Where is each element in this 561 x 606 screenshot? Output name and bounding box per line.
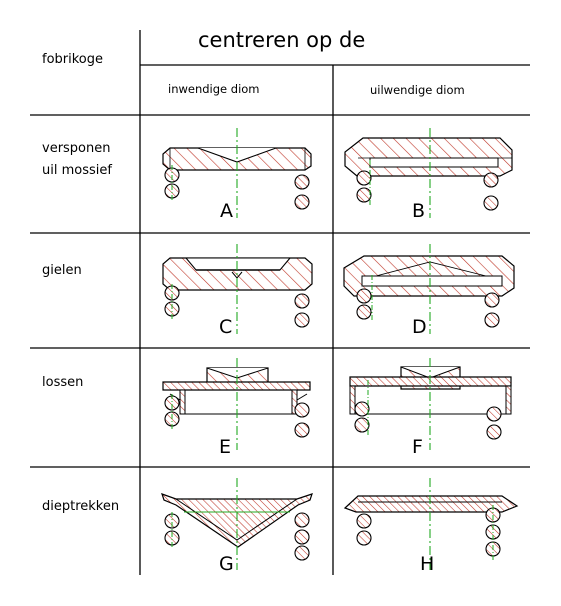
diagram-title: centreren op de [198, 28, 365, 52]
row-label-casting: gielen [42, 263, 82, 278]
balls-f [354, 401, 502, 440]
figure-f: F [349, 358, 512, 458]
figure-c: C [162, 244, 313, 338]
table-grid [30, 30, 530, 575]
figure-letter-h: H [420, 553, 434, 575]
figure-letter-a: A [220, 200, 233, 222]
column-header-inner: inwendige diom [168, 82, 260, 96]
dish-h [343, 495, 519, 513]
balls-d [356, 288, 500, 328]
figure-a: A [162, 128, 312, 222]
row-label-machining-line1: versponen [42, 141, 111, 156]
balls-b [356, 170, 499, 211]
figure-g: G [161, 478, 313, 575]
figure-letter-b: B [412, 200, 425, 222]
row-label-machining-line2: uil mossief [42, 163, 112, 178]
inner-slot-b [369, 157, 499, 168]
inner-slot-d [361, 275, 503, 287]
row-label-deep-drawing: dieptrekken [42, 499, 119, 514]
figure-e: E [162, 358, 311, 458]
figure-letter-c: C [219, 316, 232, 338]
balls-h [356, 507, 501, 557]
figure-letter-f: F [412, 436, 423, 458]
balls-g [164, 512, 310, 561]
column-header-outer: uilwendige diom [370, 83, 465, 97]
figure-letter-d: D [412, 316, 427, 338]
inner-pocket-c [184, 257, 292, 271]
plate-e [162, 381, 311, 391]
figure-letter-e: E [219, 436, 231, 458]
figure-d: D [343, 244, 515, 338]
figure-b: B [344, 128, 513, 222]
fabrication-header: fobrikoge [42, 52, 103, 67]
row-label-welding: lossen [42, 375, 83, 390]
figure-h: H [343, 478, 519, 575]
balls-c [164, 285, 310, 328]
legs-e [179, 389, 298, 415]
figure-letter-g: G [219, 553, 234, 575]
